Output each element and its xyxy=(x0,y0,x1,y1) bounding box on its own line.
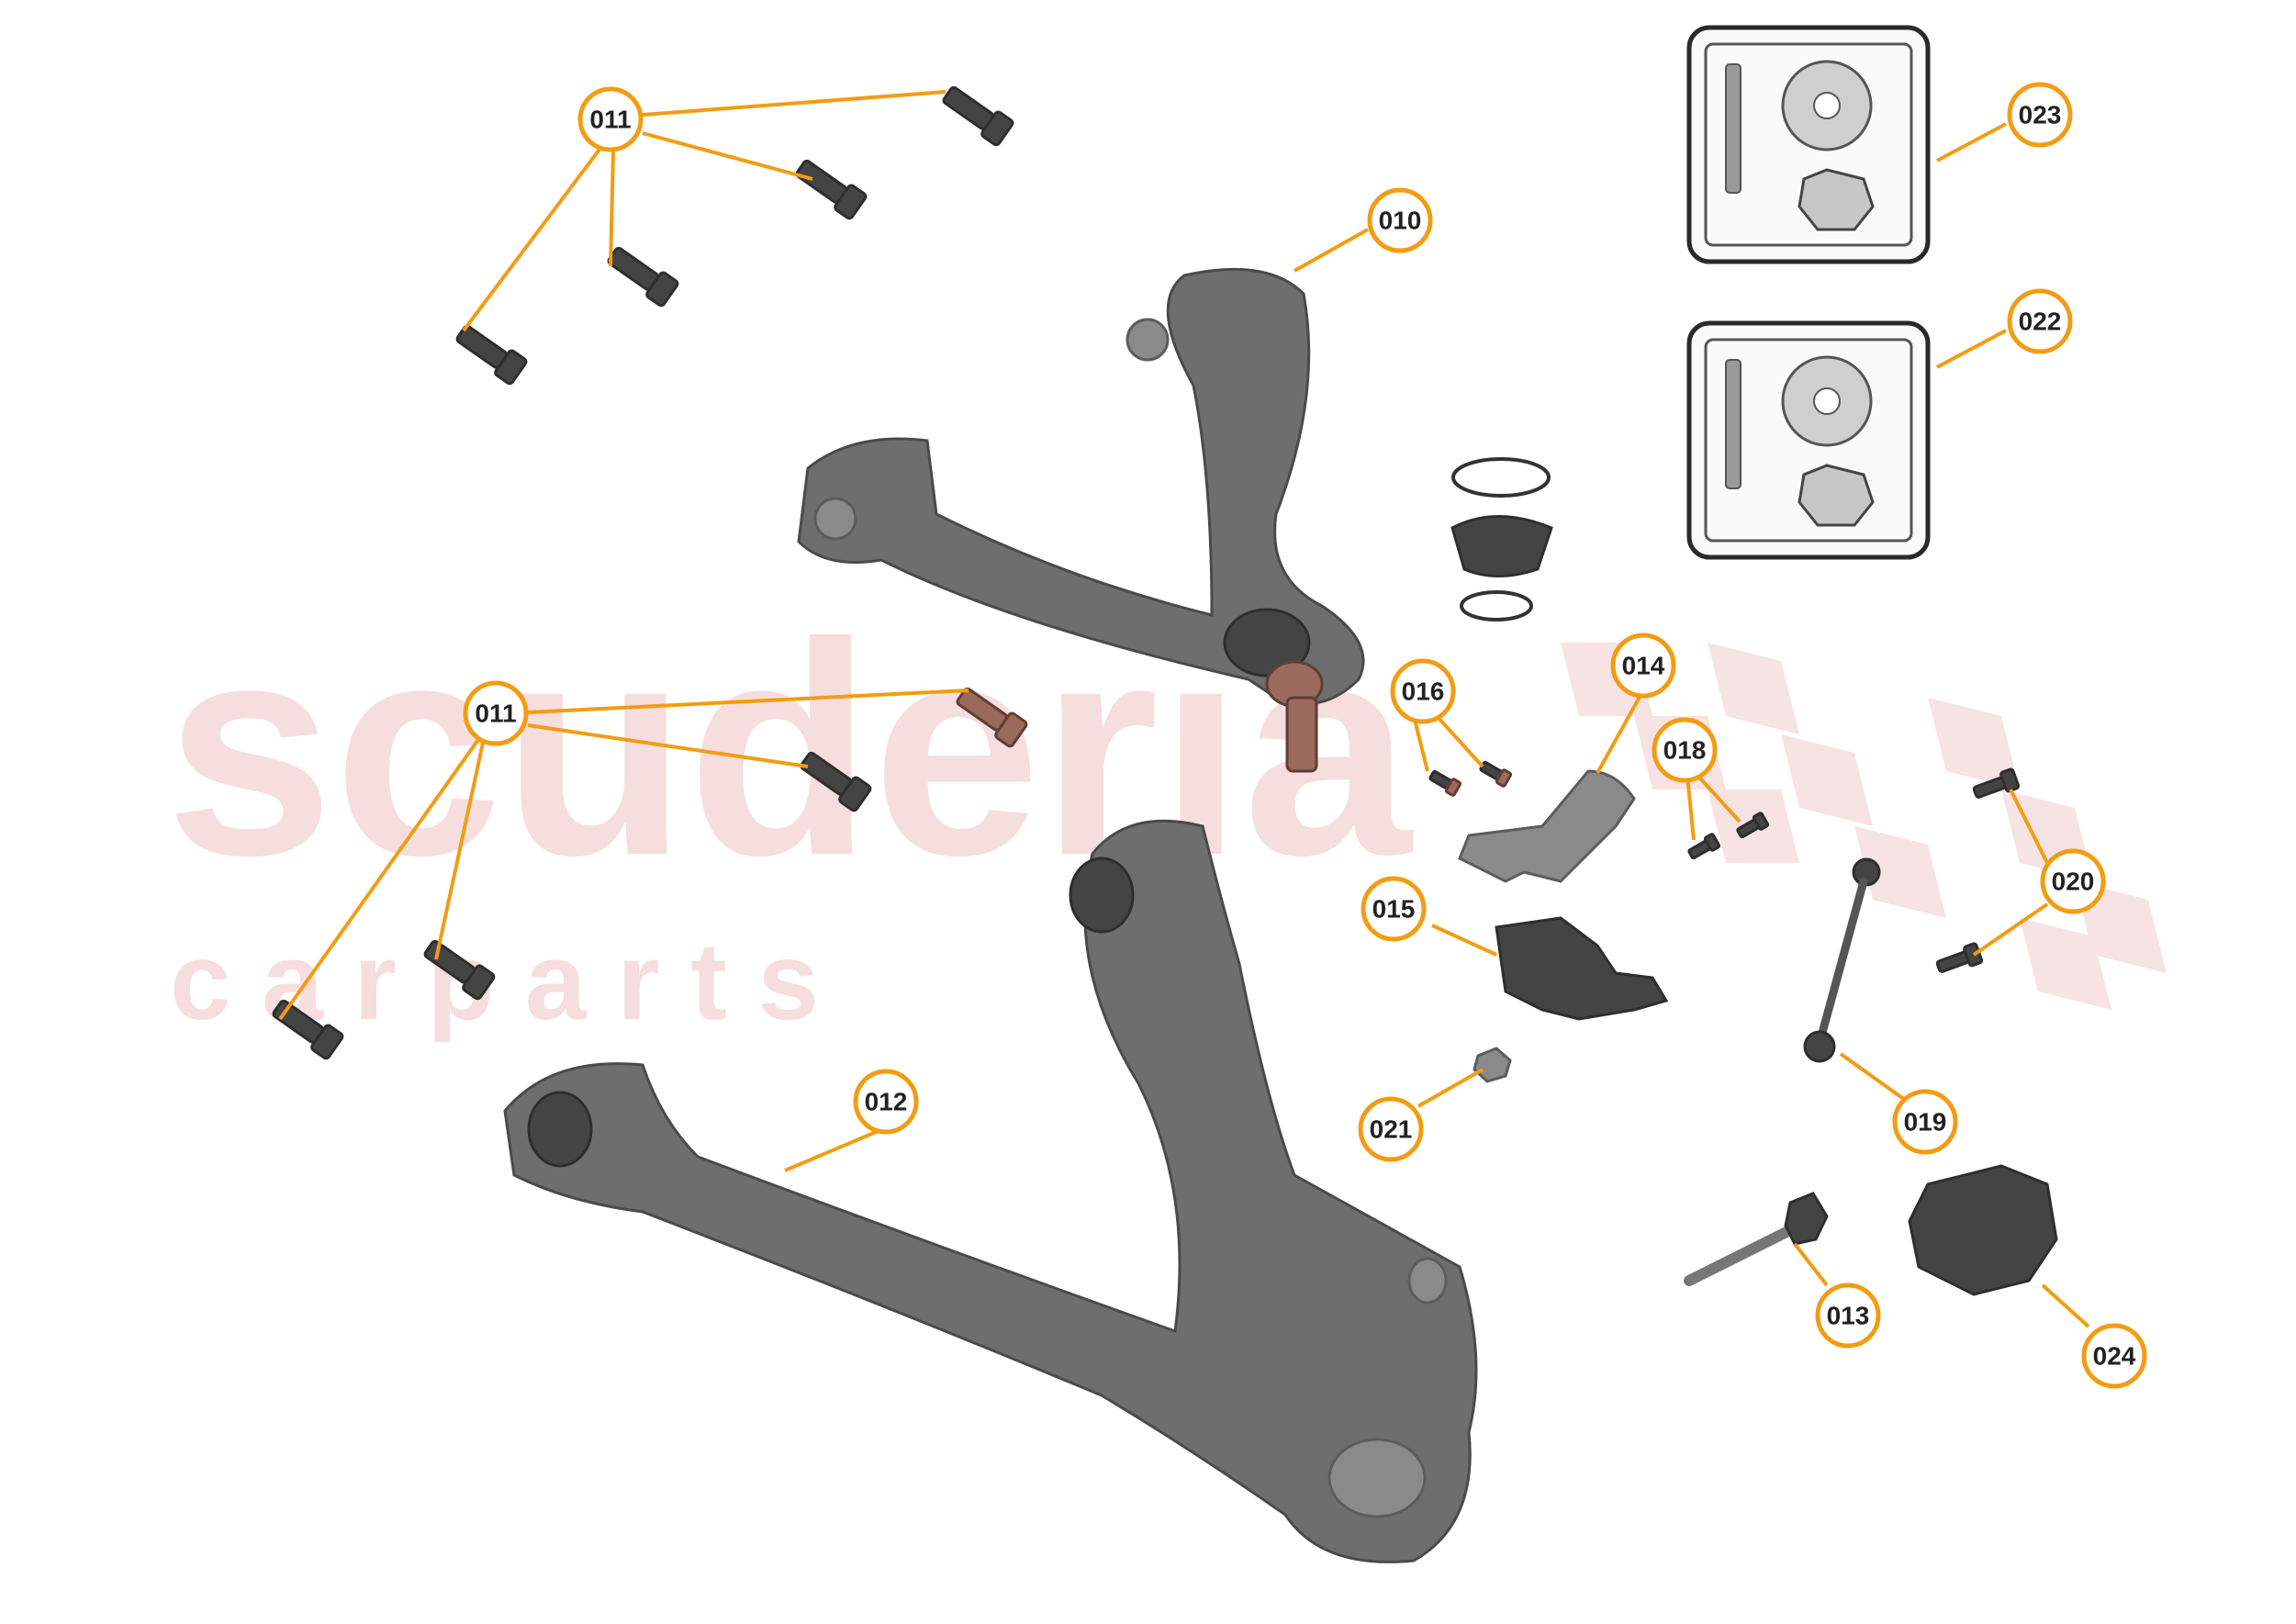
bolt-011-lower-group xyxy=(272,687,1028,1060)
callout-020[interactable]: 020 xyxy=(2040,848,2106,914)
callout-012-label: 012 xyxy=(865,1088,908,1116)
callout-011-lower-label: 011 xyxy=(475,700,516,728)
checkered-flag-watermark xyxy=(1561,643,2167,1010)
callout-024[interactable]: 024 xyxy=(2081,1323,2147,1389)
part-018-screws xyxy=(1687,812,1770,860)
part-015-mount xyxy=(1495,916,1669,1021)
callout-012[interactable]: 012 xyxy=(853,1069,919,1135)
callout-016[interactable]: 016 xyxy=(1390,658,1456,724)
callout-011-upper-label: 011 xyxy=(589,106,631,134)
part-lower-control-arm xyxy=(503,819,1478,1563)
callout-019[interactable]: 019 xyxy=(1892,1089,1958,1155)
part-021-nut xyxy=(1473,1047,1512,1083)
callout-015-label: 015 xyxy=(1372,895,1416,924)
part-019-link-rod xyxy=(1803,857,1881,1063)
leader-lines xyxy=(278,90,2090,1328)
part-020-screws xyxy=(1935,767,2021,973)
callout-010-label: 010 xyxy=(1379,207,1422,235)
callout-018[interactable]: 018 xyxy=(1652,717,1718,783)
callout-022-label: 022 xyxy=(2019,308,2062,336)
callout-018-label: 018 xyxy=(1663,736,1707,765)
callout-013[interactable]: 013 xyxy=(1815,1282,1881,1349)
kit-box-022 xyxy=(1686,320,1931,560)
callout-011-upper[interactable]: 011 xyxy=(577,86,644,152)
callout-023[interactable]: 023 xyxy=(2007,82,2073,148)
callout-022[interactable]: 022 xyxy=(2007,288,2073,354)
callout-020-label: 020 xyxy=(2052,868,2095,896)
part-014-bracket xyxy=(1458,769,1636,883)
bolt-011-upper-group xyxy=(455,85,1014,386)
watermark-sub: c a r p a r t s xyxy=(170,920,819,1043)
part-013-long-bolt xyxy=(1684,1192,1829,1286)
callout-024-label: 024 xyxy=(2093,1342,2136,1371)
callout-014[interactable]: 014 xyxy=(1610,633,1676,699)
callout-021[interactable]: 021 xyxy=(1358,1096,1424,1162)
callout-021-label: 021 xyxy=(1370,1115,1413,1144)
callout-011-lower[interactable]: 011 xyxy=(463,680,529,746)
part-016-screws xyxy=(1428,760,1513,797)
callout-010[interactable]: 010 xyxy=(1367,187,1433,253)
kit-box-023 xyxy=(1686,25,1931,264)
ball-joint-seal-kit xyxy=(1450,457,1553,622)
callout-023-label: 023 xyxy=(2019,101,2062,129)
callout-014-label: 014 xyxy=(1622,652,1665,680)
part-upper-control-arm xyxy=(797,267,1365,773)
callouts: 011 010 023 022 011 016 014 018 020 015 … xyxy=(463,82,2147,1389)
part-024-rubber-block xyxy=(1908,1164,2058,1296)
callout-019-label: 019 xyxy=(1904,1108,1947,1137)
callout-016-label: 016 xyxy=(1402,678,1445,706)
callout-015[interactable]: 015 xyxy=(1361,876,1427,942)
callout-013-label: 013 xyxy=(1827,1302,1870,1330)
